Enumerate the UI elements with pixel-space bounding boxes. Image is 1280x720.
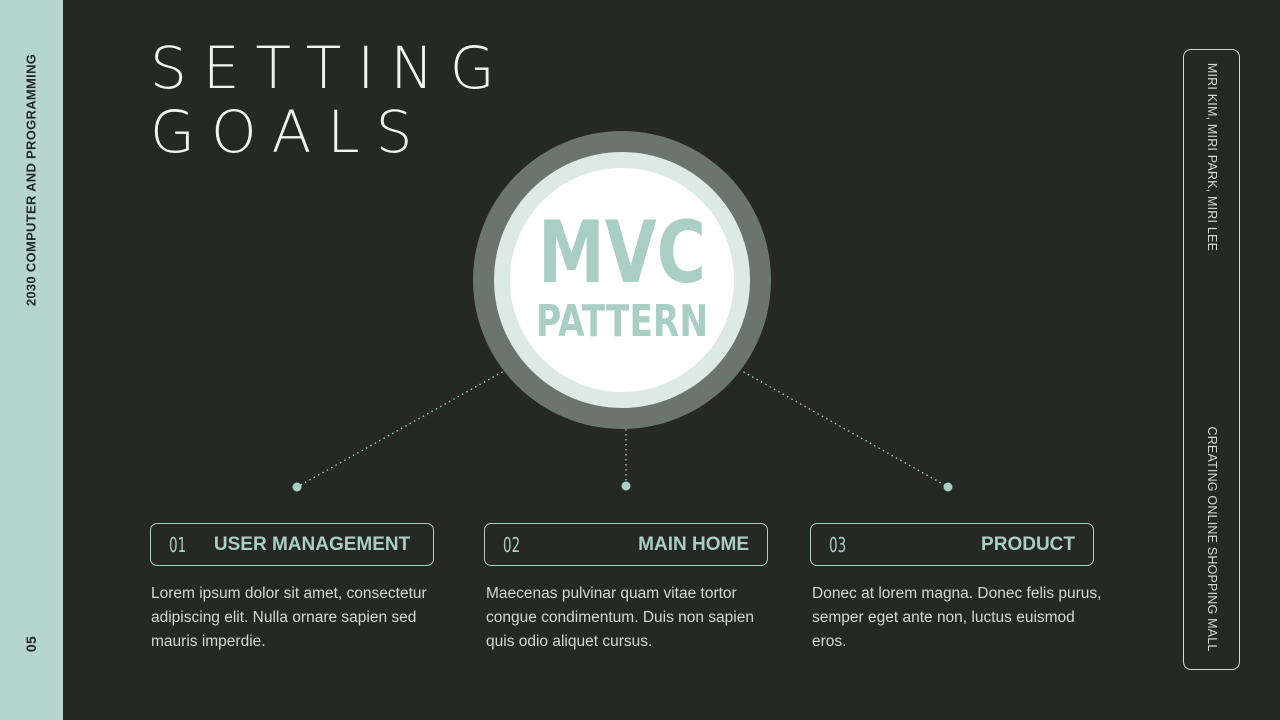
authors-label: MIRI KIM, MIRI PARK, MIRI LEE [1205,62,1219,252]
goal-description-user-management: Lorem ipsum dolor sit amet, consectetur … [151,585,427,650]
goal-label: USER MANAGEMENT [213,533,411,555]
goal-number: 02 [503,532,521,557]
project-subtitle: CREATING ONLINE SHOPPING MALL [1205,426,1219,652]
goal-card-main-home: 02 MAIN HOME [484,523,768,566]
connector-dot-3 [943,482,953,492]
connector-line-3 [725,361,949,488]
slide-title: SETTING GOALS [150,36,511,164]
connector-line-1 [296,361,521,488]
slide-title-line-2: GOALS [150,98,429,166]
right-info-panel [1183,49,1240,670]
connector-dot-1 [292,482,302,492]
connector-dot-2 [621,481,631,491]
goal-card-user-management: 01 USER MANAGEMENT [150,523,434,566]
goal-number: 03 [829,532,847,557]
goal-description-main-home: Maecenas pulvinar quam vitae tortor cong… [486,585,754,650]
slide-title-line-1: SETTING [150,34,511,102]
center-title-mvc: MVC [538,203,706,303]
goal-number: 01 [169,532,187,557]
goal-description-product: Donec at lorem magna. Donec felis purus,… [812,585,1102,650]
center-circle-core [510,168,734,392]
center-title-pattern: PATTERN [535,296,709,347]
goal-card-product: 03 PRODUCT [810,523,1094,566]
left-sidebar-strip [0,0,63,720]
goal-label: MAIN HOME [638,533,749,555]
goal-label: PRODUCT [981,533,1075,555]
